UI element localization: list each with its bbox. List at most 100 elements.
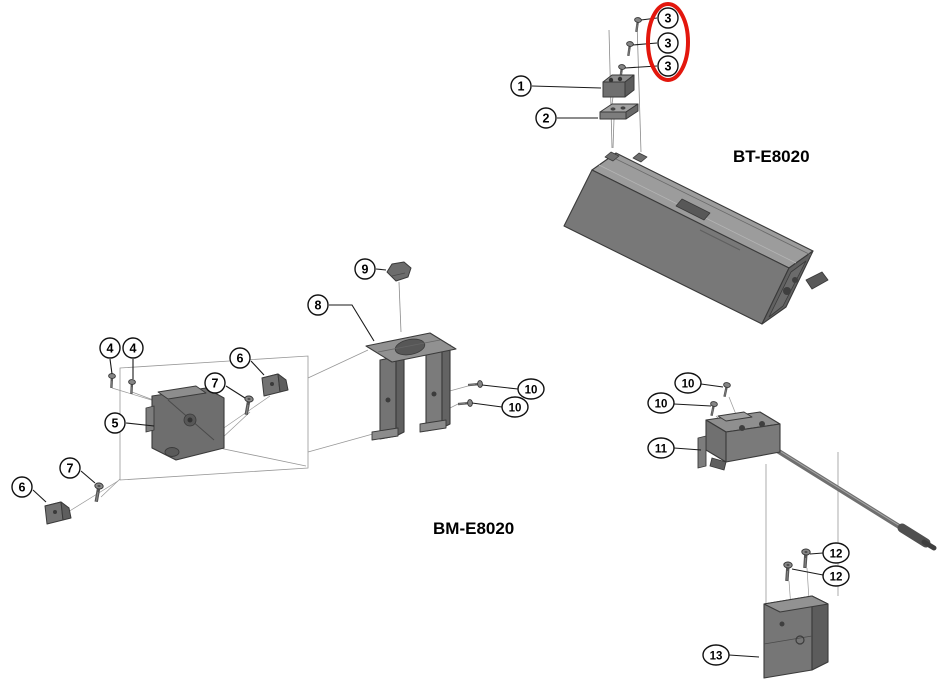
leader-line <box>791 568 824 576</box>
callout-circle <box>647 437 675 459</box>
leader-line <box>125 422 155 427</box>
leader-line <box>531 85 602 89</box>
callout-3: 3 <box>632 32 679 54</box>
callout-6: 6 <box>229 347 265 376</box>
battery-terminal-cap-item1 <box>602 74 635 98</box>
callout-number: 10 <box>682 379 695 391</box>
callout-3: 3 <box>640 7 679 29</box>
callout-8: 8 <box>307 294 375 342</box>
leader-line <box>673 403 712 407</box>
leader-line <box>632 42 658 46</box>
callout-number: 5 <box>112 417 119 431</box>
frame-cap-item9 <box>386 261 412 333</box>
leader-line <box>728 654 760 658</box>
callout-circle <box>354 258 376 280</box>
callout-circle <box>674 372 702 394</box>
callout-number: 10 <box>525 385 538 397</box>
cover-block-lower-item6 <box>44 501 72 525</box>
screw-icon <box>706 399 720 418</box>
callout-number: 7 <box>67 462 74 476</box>
callout-5: 5 <box>104 412 155 434</box>
leader-line <box>640 17 658 21</box>
leader-line <box>250 360 265 376</box>
callout-circle <box>510 75 532 97</box>
callout-11: 11 <box>647 437 702 459</box>
leader-line <box>375 268 387 271</box>
callout-number: 4 <box>107 342 114 356</box>
callout-13: 13 <box>702 644 760 666</box>
bolt-item7-upper <box>240 393 256 418</box>
screw-icon <box>631 15 643 34</box>
callout-circle <box>122 337 144 359</box>
battery-body <box>563 151 829 325</box>
callout-9: 9 <box>354 258 387 280</box>
callout-circle <box>657 7 679 29</box>
callout-number: 1 <box>518 80 525 94</box>
leader-line <box>80 470 96 484</box>
callout-number: 3 <box>665 37 672 51</box>
screw-icon <box>623 39 635 58</box>
lower-bracket-item13 <box>763 595 829 679</box>
callout-number: 8 <box>315 299 322 313</box>
bolt-item7-lower <box>90 480 106 505</box>
callout-circle <box>657 55 679 77</box>
leader-line <box>471 402 503 408</box>
callout-circle <box>647 392 675 414</box>
lock-unit-item5 <box>145 385 225 461</box>
screw-icon <box>106 372 117 390</box>
callout-7: 7 <box>204 372 246 399</box>
callout-number: 10 <box>509 403 522 415</box>
callout-number: 6 <box>237 352 244 366</box>
leader-line <box>809 552 824 555</box>
callout-1: 1 <box>510 75 602 97</box>
callout-circle <box>229 347 251 369</box>
callout-circle <box>204 372 226 394</box>
callout-10: 10 <box>647 392 712 414</box>
callout-number: 7 <box>212 377 219 391</box>
callout-circle <box>59 457 81 479</box>
leader-line <box>225 385 246 399</box>
callout-circle <box>702 644 730 666</box>
callout-2: 2 <box>535 107 598 129</box>
callout-circle <box>99 337 121 359</box>
callout-circle <box>822 565 850 587</box>
leader-line <box>700 383 724 388</box>
screw-icon <box>456 398 474 409</box>
mount-model-label: BM-E8020 <box>433 519 514 538</box>
bolt-icon <box>780 560 795 583</box>
cover-block-upper-item6 <box>261 373 289 397</box>
callout-circle <box>822 542 850 564</box>
callout-circle <box>535 107 557 129</box>
callout-number: 13 <box>710 651 723 663</box>
callout-circle <box>307 294 329 316</box>
callout-number: 6 <box>19 481 26 495</box>
mount-frame-item8 <box>365 332 457 441</box>
callout-circle <box>104 412 126 434</box>
callout-4: 4 <box>99 337 121 375</box>
leader-line <box>109 358 113 375</box>
callout-circle <box>517 378 545 400</box>
callout-circle <box>657 32 679 54</box>
callout-number: 3 <box>665 60 672 74</box>
callout-number: 9 <box>362 263 369 277</box>
leader-line <box>329 304 375 342</box>
callout-number: 3 <box>665 12 672 26</box>
battery-model-label: BT-E8020 <box>733 147 810 166</box>
screw-icon <box>466 379 484 390</box>
leader-line <box>673 447 702 451</box>
callout-12: 12 <box>791 565 850 587</box>
callout-number: 10 <box>655 399 668 411</box>
callout-4: 4 <box>122 337 144 379</box>
callout-10: 10 <box>481 378 545 400</box>
bolts-item12 <box>780 547 813 583</box>
callout-6: 6 <box>11 476 47 503</box>
clamp-unit-item11 <box>697 411 781 471</box>
callout-circle <box>501 396 529 418</box>
axle-rod <box>767 443 937 551</box>
callout-number: 2 <box>543 112 550 126</box>
battery-terminal-plate-item2 <box>599 103 639 120</box>
screw-icon <box>126 378 137 396</box>
callout-number: 11 <box>655 444 668 456</box>
